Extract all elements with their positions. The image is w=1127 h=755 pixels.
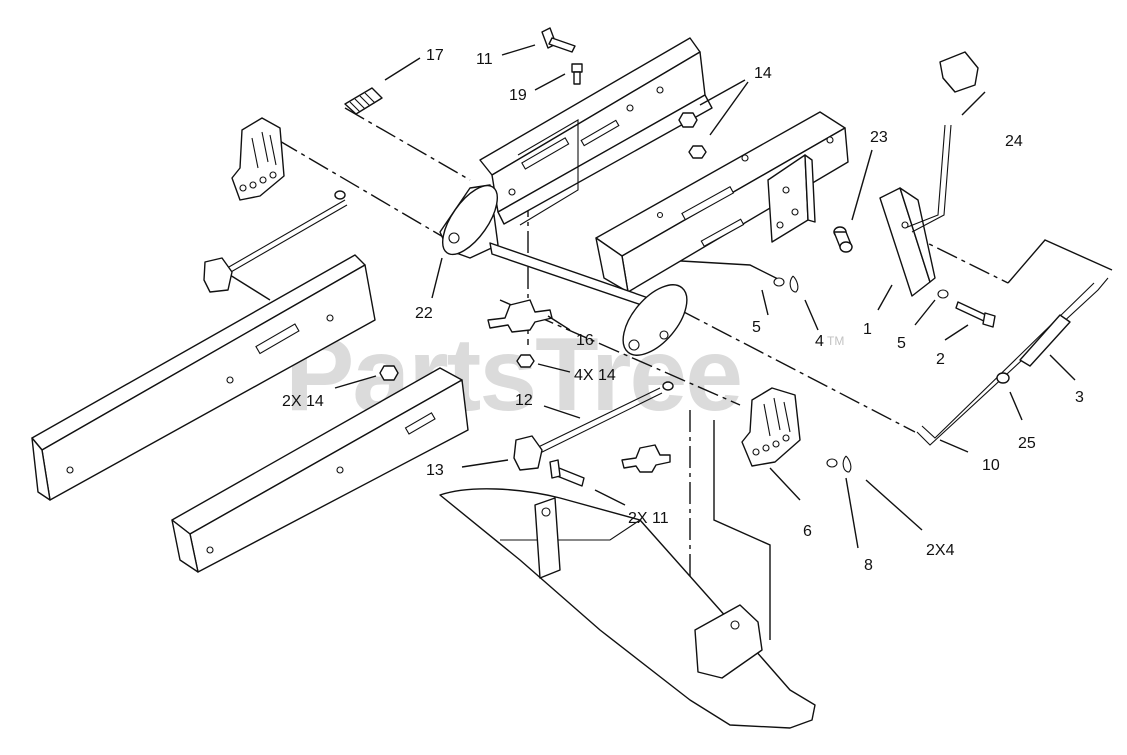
bolt-11: [541, 27, 576, 53]
shaft-clamp-lower: [621, 444, 671, 473]
connecting-rod: [916, 277, 1109, 446]
upper-frame-rail: [479, 37, 713, 226]
left-frame-rail: [31, 254, 376, 501]
lower-frame-rail: [171, 367, 469, 573]
callout-5a: 5: [752, 319, 761, 336]
bolt-19: [571, 63, 583, 85]
bolt-2x11: [549, 459, 585, 487]
callout-8: 8: [864, 557, 873, 574]
callout-labels: 17 11 19 14 24 23 22 5 4 1 5 2 3 25 10 1…: [282, 47, 1084, 574]
hanger-bracket-right: [741, 387, 801, 467]
front-link-right: [513, 381, 674, 471]
callout-19: 19: [509, 87, 527, 104]
lever-knob: [939, 51, 979, 93]
callout-leaders: [334, 44, 1076, 549]
callout-2: 2: [936, 351, 945, 368]
callout-5b: 5: [897, 335, 906, 352]
spacer: [833, 226, 853, 253]
svg-text:TM: TM: [827, 334, 844, 348]
cross-shaft: [439, 184, 688, 356]
hanger-bracket-left: [231, 117, 285, 201]
callout-16: 16: [576, 332, 594, 349]
callout-14: 14: [754, 65, 772, 82]
callout-25: 25: [1018, 435, 1036, 452]
alignment-lines: [229, 107, 1113, 640]
callout-23: 23: [870, 129, 888, 146]
bolt-2: [937, 289, 996, 328]
callout-1: 1: [863, 321, 872, 338]
mower-deck-plate: [439, 488, 816, 729]
pivot-bracket: [767, 154, 816, 243]
callout-13: 13: [426, 462, 444, 479]
callout-10: 10: [982, 457, 1000, 474]
callout-6: 6: [803, 523, 812, 540]
callout-4x14: 4X 14: [574, 367, 616, 384]
callout-22: 22: [415, 305, 433, 322]
callout-12: 12: [515, 392, 533, 409]
callout-2x4: 2X4: [926, 542, 955, 559]
callout-2x11: 2X 11: [628, 510, 669, 527]
callout-4: 4: [815, 333, 824, 350]
callout-3: 3: [1075, 389, 1084, 406]
callout-11: 11: [476, 51, 493, 68]
lift-lever: [879, 124, 952, 297]
front-link-left: [203, 190, 348, 293]
spring: [344, 87, 383, 115]
clip-pins: [773, 275, 852, 473]
callout-24: 24: [1005, 133, 1023, 150]
hardware-nuts: [379, 112, 707, 381]
callout-2x14: 2X 14: [282, 393, 324, 410]
callout-17: 17: [426, 47, 444, 64]
